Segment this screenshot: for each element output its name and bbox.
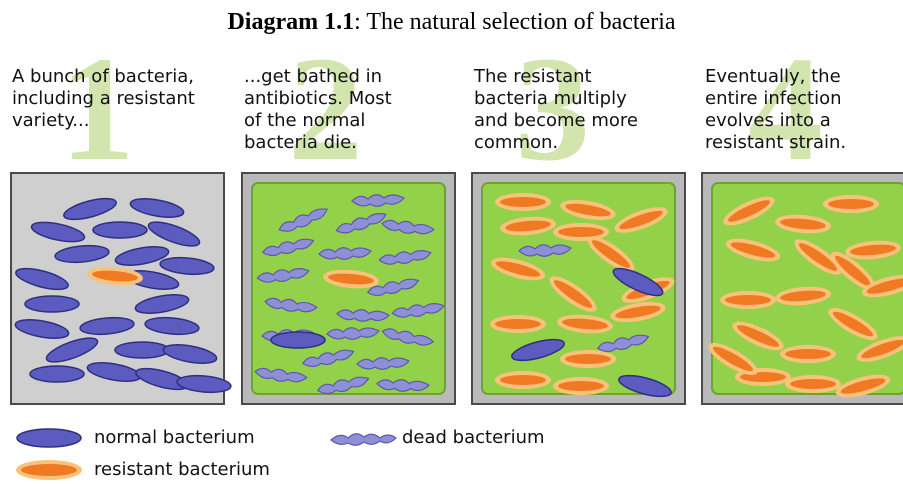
panel-1-bacteria (12, 174, 227, 407)
dead-bacterium (357, 358, 409, 370)
step-caption-2: ...get bathed in antibiotics. Most of th… (244, 66, 469, 154)
dead-bacterium (392, 302, 445, 318)
normal-bacterium (129, 195, 185, 220)
resistant-bacterium (560, 350, 616, 368)
dead-bacterium (262, 237, 315, 257)
normal-bacterium (30, 366, 84, 382)
normal-bacterium (14, 264, 70, 293)
normal-bacterium (146, 217, 202, 251)
dead-bacterium (264, 295, 317, 315)
legend-normal-swatch (12, 426, 87, 450)
resistant-bacterium (489, 253, 548, 285)
normal-bacterium (271, 332, 325, 348)
resistant-bacterium (612, 202, 671, 238)
resistant-bacterium (834, 370, 893, 402)
normal-bacterium (134, 291, 190, 316)
panel-3-bacteria (473, 174, 688, 407)
normal-bacterium (115, 342, 169, 358)
panel-step-4 (701, 172, 903, 405)
dead-bacterium (335, 211, 388, 236)
resistant-bacterium (556, 313, 613, 336)
normal-bacterium (159, 256, 214, 277)
resistant-bacterium (774, 213, 831, 236)
normal-bacterium (617, 371, 673, 400)
legend-resistant-label: resistant bacterium (94, 459, 270, 480)
resistant-bacterium (559, 196, 617, 223)
normal-bacterium (93, 222, 147, 238)
resistant-bacterium (553, 377, 609, 395)
legend-resistant-swatch (12, 458, 87, 482)
panel-step-1 (10, 172, 225, 405)
resistant-bacterium (785, 375, 841, 393)
resistant-bacterium (499, 215, 556, 238)
step-caption-1: A bunch of bacteria, including a resista… (12, 66, 237, 132)
dead-bacterium (336, 307, 389, 323)
normal-bacterium (510, 335, 566, 364)
resistant-bacterium (495, 371, 551, 389)
normal-bacterium (14, 316, 70, 341)
resistant-bacterium (774, 285, 831, 308)
dead-bacterium (379, 249, 432, 265)
normal-bacterium (30, 219, 86, 246)
dead-bacterium (319, 248, 371, 260)
dead-bacterium (327, 328, 379, 340)
resistant-bacterium (724, 234, 783, 266)
normal-bacterium (62, 194, 118, 223)
dead-bacterium (257, 267, 310, 283)
dead-bacterium (317, 375, 370, 395)
resistant-bacterium (824, 302, 881, 346)
resistant-bacterium (495, 193, 551, 211)
resistant-bacterium (704, 337, 761, 381)
dead-bacterium (352, 195, 404, 207)
dead-bacterium (376, 377, 429, 393)
normal-bacterium (79, 316, 134, 337)
resistant-bacterium (609, 298, 667, 325)
dead-bacterium (302, 348, 355, 368)
dead-bacterium (519, 245, 571, 257)
resistant-bacterium (729, 316, 787, 356)
resistant-bacterium (490, 315, 546, 333)
normal-bacterium (86, 359, 142, 384)
dead-bacterium (254, 365, 307, 385)
normal-bacterium (25, 296, 79, 312)
resistant-bacterium (322, 268, 379, 291)
resistant-bacterium (720, 291, 776, 309)
legend-dead-swatch (326, 426, 401, 450)
legend-dead-label: dead bacterium (402, 427, 545, 448)
panel-2-bacteria (243, 174, 458, 407)
step-caption-4: Eventually, the entire infection evolves… (705, 66, 903, 154)
dead-bacterium (597, 333, 650, 353)
normal-bacterium (54, 244, 109, 265)
dead-bacterium (381, 217, 434, 237)
legend-normal-label: normal bacterium (94, 427, 255, 448)
normal-bacterium (144, 316, 199, 337)
panel-step-3 (471, 172, 686, 405)
normal-bacterium (176, 374, 231, 395)
dead-bacterium (277, 206, 330, 235)
panel-step-2 (241, 172, 456, 405)
resistant-bacterium (545, 271, 601, 318)
panel-4-bacteria (703, 174, 903, 407)
resistant-bacterium (720, 191, 778, 231)
resistant-bacterium (844, 239, 901, 262)
normal-bacterium (162, 341, 218, 366)
dead-bacterium (381, 325, 434, 350)
step-caption-3: The resistant bacteria multiply and beco… (474, 66, 699, 154)
resistant-bacterium (823, 195, 879, 213)
resistant-bacterium (780, 345, 836, 363)
